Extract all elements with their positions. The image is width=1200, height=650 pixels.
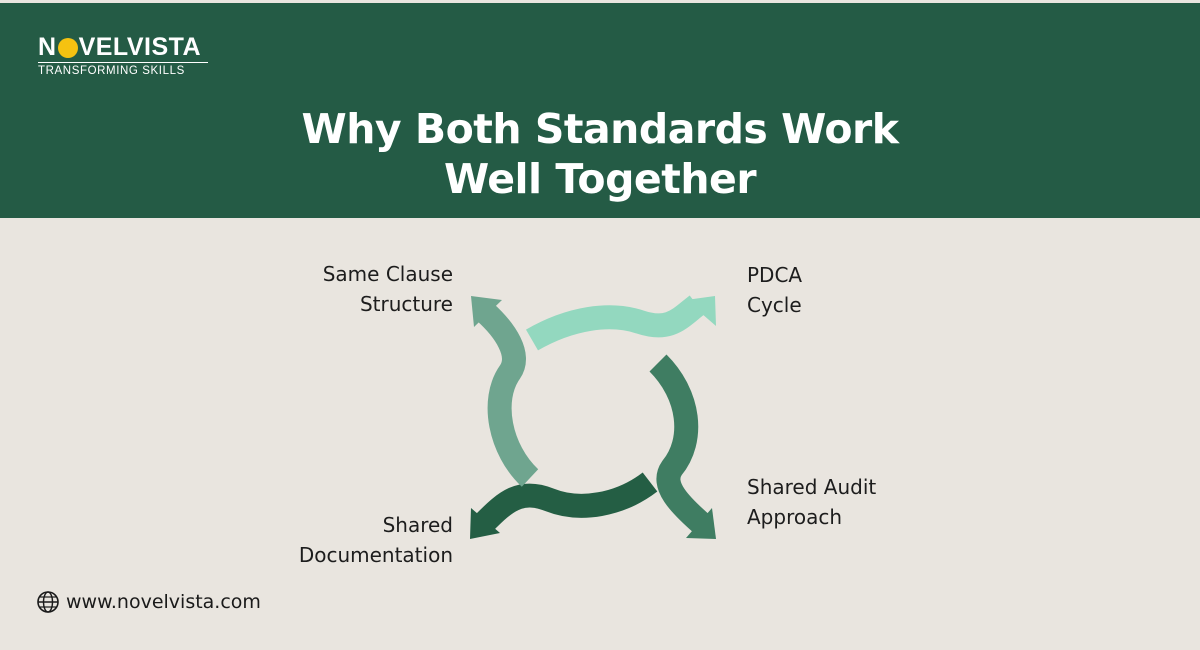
novelvista-logo: N VELVISTA TRANSFORMING SKILLS <box>38 34 208 77</box>
label-same-clause-structure: Same Clause Structure <box>323 259 453 319</box>
label-line: Shared <box>382 513 453 537</box>
logo-tagline: TRANSFORMING SKILLS <box>38 65 185 77</box>
arrow-top-left <box>471 296 539 487</box>
page-title: Why Both Standards Work Well Together <box>0 104 1200 204</box>
label-line: Cycle <box>747 293 802 317</box>
website-link[interactable]: www.novelvista.com <box>66 591 261 613</box>
label-line: PDCA <box>747 263 803 287</box>
label-shared-documentation: Shared Documentation <box>299 510 453 570</box>
label-pdca-cycle: PDCA Cycle <box>747 260 802 320</box>
logo-sun-icon <box>57 38 78 58</box>
footer-website: www.novelvista.com <box>36 590 261 614</box>
label-shared-audit-approach: Shared Audit Approach <box>747 472 876 532</box>
logo-divider <box>38 62 208 63</box>
globe-icon <box>37 591 59 613</box>
label-line: Same Clause <box>322 262 453 286</box>
arrow-bottom-left <box>470 472 658 539</box>
label-line: Structure <box>359 292 453 316</box>
title-line-1: Why Both Standards Work <box>301 105 899 153</box>
arrow-top-right <box>525 295 716 351</box>
logo-text: VELVISTA <box>78 33 202 61</box>
title-line-2: Well Together <box>443 155 757 203</box>
label-line: Shared Audit <box>747 475 877 499</box>
arrow-bottom-right <box>649 354 716 539</box>
logo-wordmark: N VELVISTA <box>38 34 208 60</box>
header-banner <box>0 3 1200 218</box>
logo-letter-n: N <box>38 33 57 61</box>
top-strip <box>0 0 1200 3</box>
label-line: Approach <box>747 505 843 529</box>
label-line: Documentation <box>298 543 453 567</box>
